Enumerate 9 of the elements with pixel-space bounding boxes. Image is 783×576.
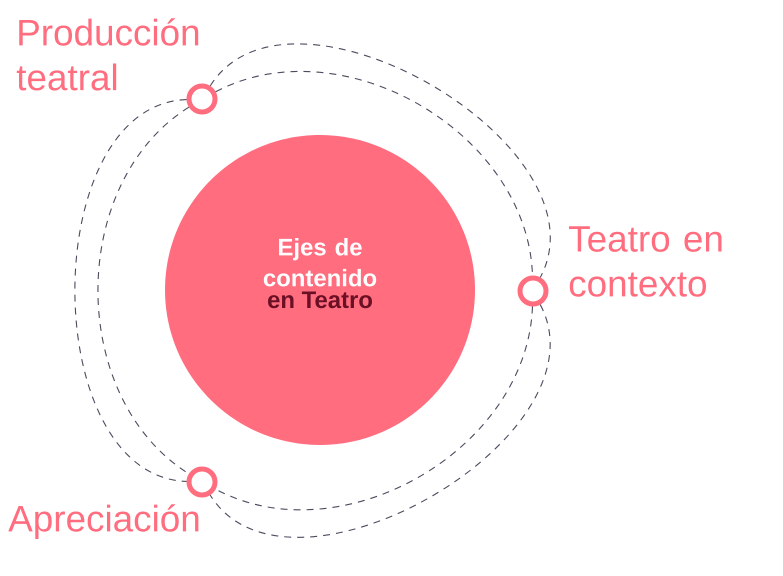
dashed-arc	[98, 106, 190, 474]
dashed-arc	[210, 304, 550, 538]
center-title: Ejes de contenido	[264, 238, 376, 286]
dashed-arc	[74, 99, 187, 482]
marker-label: Producción teatral	[16, 18, 198, 91]
marker-label: Teatro en contexto	[569, 226, 722, 297]
dashed-arc	[210, 44, 551, 278]
marker-label: Apreciación	[8, 504, 198, 539]
center-subtitle: en Teatro	[268, 292, 372, 308]
